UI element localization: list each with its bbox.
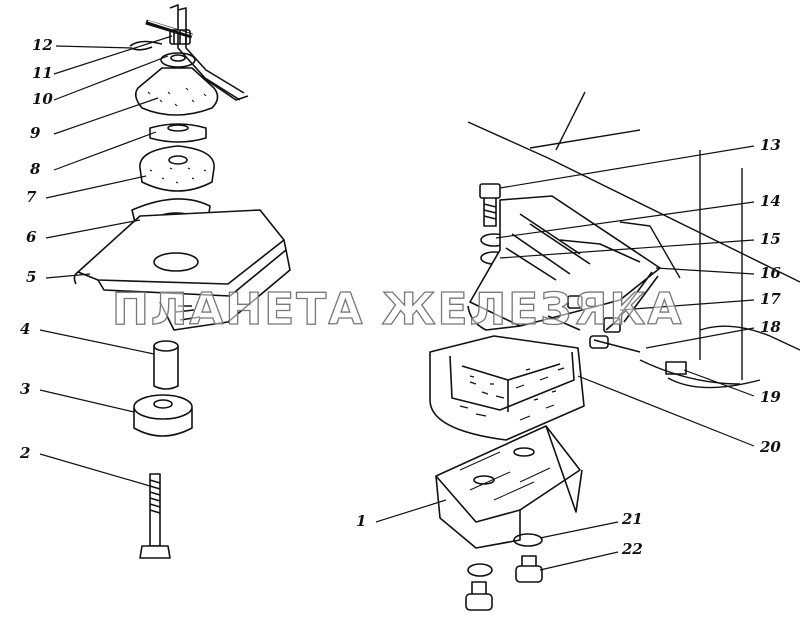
callout-21: 21 bbox=[622, 510, 643, 528]
callout-15: 15 bbox=[760, 230, 781, 248]
watermark: ПЛАНЕТА ЖЕЛЕЗЯКА bbox=[111, 283, 684, 335]
bolt-2 bbox=[139, 473, 171, 559]
callout-17: 17 bbox=[760, 290, 781, 308]
sleeve-4 bbox=[153, 340, 179, 390]
callout-20: 20 bbox=[760, 438, 781, 456]
rubber-cushion-9 bbox=[134, 67, 219, 116]
washer-21b bbox=[467, 563, 493, 577]
bolt-13 bbox=[479, 183, 501, 227]
washer-10 bbox=[160, 52, 196, 68]
callout-4: 4 bbox=[20, 320, 31, 338]
bracket-5 bbox=[73, 209, 291, 331]
bushing-3 bbox=[133, 394, 193, 437]
callout-2: 2 bbox=[20, 444, 31, 462]
callout-22: 22 bbox=[622, 540, 643, 558]
spacer-8 bbox=[149, 123, 207, 143]
callout-19: 19 bbox=[760, 388, 781, 406]
callout-5: 5 bbox=[26, 268, 37, 286]
rubber-cushion-7 bbox=[139, 145, 215, 192]
rubber-pad-20 bbox=[429, 335, 585, 441]
callout-16: 16 bbox=[760, 264, 781, 282]
studs-17-18 bbox=[547, 271, 659, 353]
frame-wall bbox=[169, 4, 249, 101]
callout-12: 12 bbox=[32, 36, 53, 54]
callout-13: 13 bbox=[760, 136, 781, 154]
callout-11: 11 bbox=[32, 64, 53, 82]
washer-21 bbox=[513, 533, 543, 547]
clamp-bracket bbox=[467, 195, 661, 331]
lower-bracket-1 bbox=[435, 425, 583, 549]
leader-lines bbox=[39, 35, 755, 571]
callout-1: 1 bbox=[356, 512, 367, 530]
callout-10: 10 bbox=[32, 90, 53, 108]
callout-6: 6 bbox=[26, 228, 37, 246]
stud-and-castle-nut bbox=[145, 19, 193, 45]
callout-18: 18 bbox=[760, 318, 781, 336]
bolt-19 bbox=[665, 361, 687, 375]
bolt-22 bbox=[465, 555, 543, 611]
callout-8: 8 bbox=[30, 160, 41, 178]
callout-3: 3 bbox=[20, 380, 31, 398]
callout-7: 7 bbox=[26, 188, 37, 206]
callout-14: 14 bbox=[760, 192, 781, 210]
callout-9: 9 bbox=[30, 124, 41, 142]
frame-rails bbox=[467, 91, 800, 389]
